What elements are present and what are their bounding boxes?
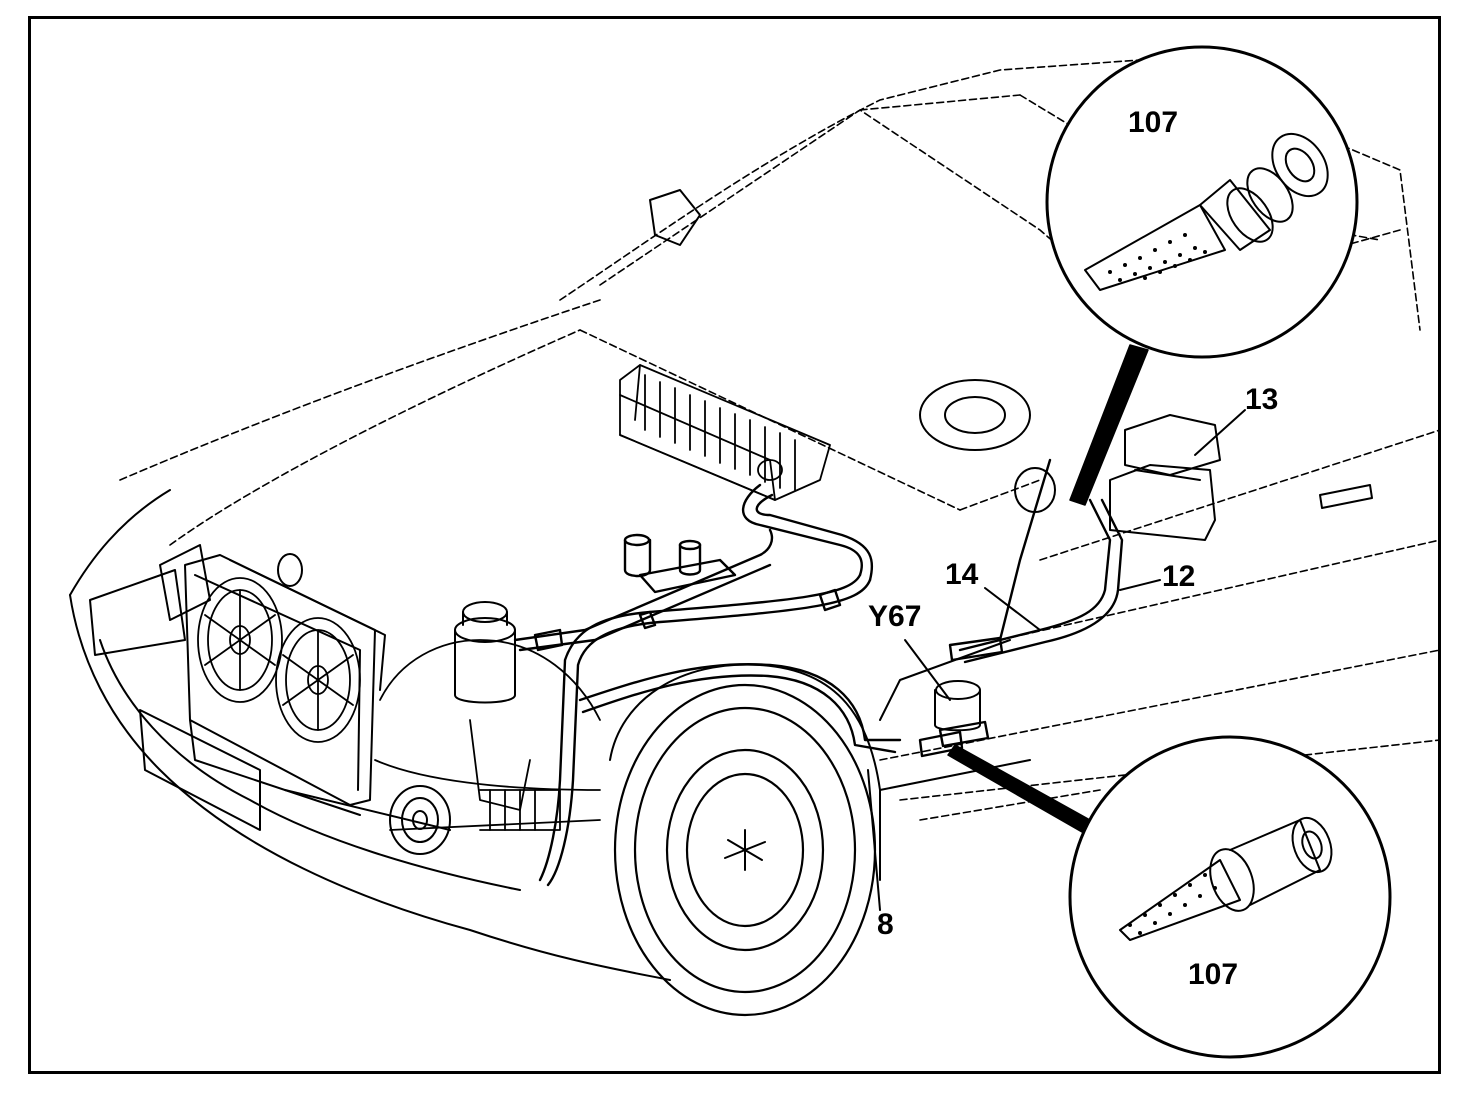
radiator-fan-left: [197, 577, 283, 703]
line-fittings: [623, 533, 1004, 758]
reservoir-cap: [277, 553, 303, 587]
refrigerant-lines: [513, 458, 1124, 887]
callout-y67: Y67: [868, 600, 922, 633]
callout-8: 8: [877, 908, 894, 941]
front-wheel: [613, 683, 877, 1017]
detail-circle-bottom: [1068, 735, 1392, 1059]
evaporator: [619, 364, 831, 501]
callout-107-top: 107: [1128, 106, 1179, 139]
receiver-drier: [454, 601, 516, 704]
condenser-radiator: [184, 554, 386, 816]
zoom-wedge-bottom: [947, 744, 1091, 833]
engine-block: [374, 639, 601, 831]
y67-valve-body: [934, 680, 981, 732]
callout-12: 12: [1162, 560, 1196, 593]
callout-13: 13: [1245, 383, 1279, 416]
car-body-solid: [69, 189, 1373, 981]
zoom-wedge-top: [1069, 344, 1149, 506]
callout-14: 14: [945, 558, 979, 591]
diagram-frame: [28, 16, 1441, 1074]
radiator-fan-right: [275, 617, 361, 743]
hose-texture-bottom: [1128, 873, 1217, 935]
detail-circle-top: [1045, 45, 1359, 359]
compressor-pulley: [389, 785, 451, 855]
callout-107-bottom: 107: [1188, 958, 1239, 991]
heater-unit-13: [1014, 414, 1221, 541]
hose-texture-top: [1108, 233, 1207, 282]
